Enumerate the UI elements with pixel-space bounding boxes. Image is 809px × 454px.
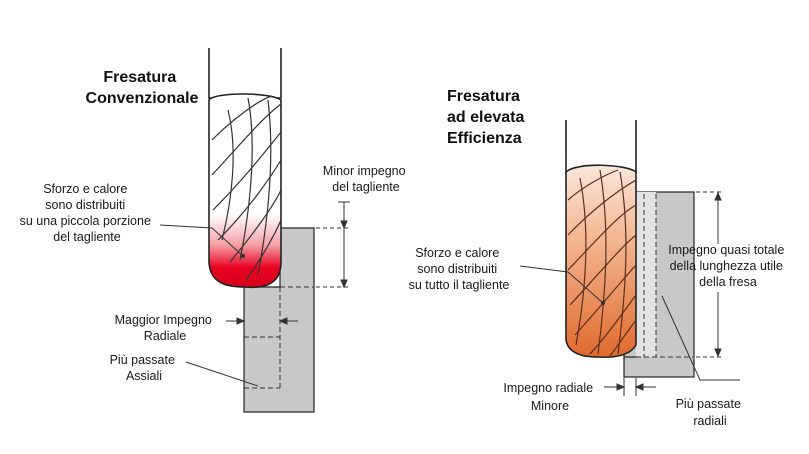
left-cutter-flutes [211, 95, 282, 281]
left-stress-leader [159, 224, 244, 257]
right-panel: Fresatura ad elevata Efficienza Sforzo e… [409, 88, 788, 428]
left-passes-leader [185, 361, 259, 387]
right-passes-label: Più passate radiali [676, 397, 745, 428]
left-passes-label: Più passate Assiali [110, 353, 179, 383]
right-title: Fresatura ad elevata Efficienza [447, 88, 529, 147]
right-cutter-body [565, 164, 637, 359]
right-passes-leader [661, 295, 740, 381]
left-cutter-shank [208, 48, 282, 99]
right-radial-label: Impegno radiale Minore [503, 381, 596, 413]
left-axial-dimension [316, 201, 350, 289]
left-radial-dimension [226, 317, 298, 325]
left-panel: Fresatura Convenzionale Sforzo e calore … [20, 48, 409, 413]
right-cutter-flutes [567, 169, 637, 357]
left-cutter-body [208, 93, 282, 289]
left-title: Fresatura Convenzionale [86, 69, 199, 107]
right-stress-label: Sforzo e calore sono distribuiti su tutt… [409, 246, 510, 292]
right-radial-dimension [604, 378, 656, 396]
right-pass-lines [636, 194, 694, 358]
left-radial-label: Maggior Impegno Radiale [115, 313, 216, 343]
left-axial-label: Minor impegno del tagliente [323, 164, 409, 194]
right-cut-strip [636, 192, 656, 357]
right-engagement-dimension [696, 191, 724, 358]
right-stress-dot [601, 301, 605, 305]
right-stress-leader [519, 265, 604, 304]
right-engagement-label: Impegno quasi totale della lunghezza uti… [668, 243, 788, 289]
left-stress-label: Sforzo e calore sono distribuiti su una … [20, 182, 155, 244]
right-cutter-shank [565, 120, 637, 173]
left-stress-dot [241, 254, 245, 258]
